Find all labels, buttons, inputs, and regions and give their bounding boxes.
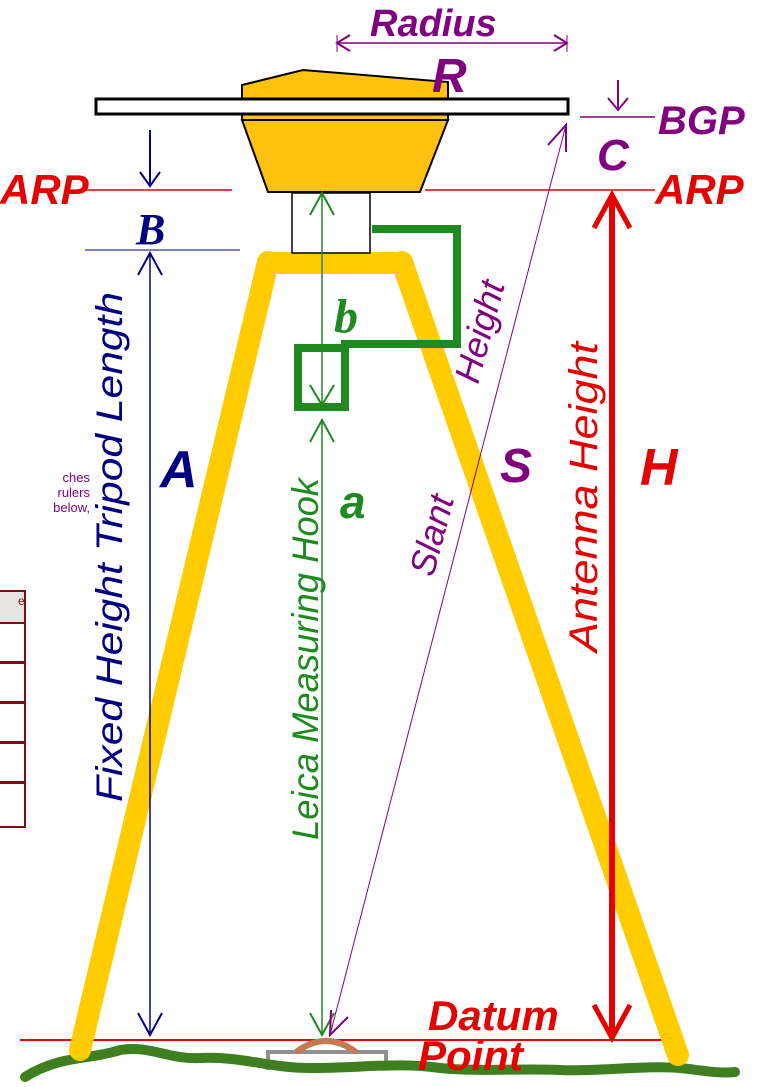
radius-label: Radius <box>370 3 497 45</box>
b-lower-symbol: b <box>334 290 358 343</box>
slant-height-line <box>329 124 567 1036</box>
arp-label-right: ARP <box>654 166 745 213</box>
point-label: Point <box>418 1032 525 1079</box>
bgp-label: BGP <box>658 99 745 143</box>
slant-label: Slant <box>401 488 462 580</box>
measuring-hook <box>294 225 461 411</box>
monument-dome <box>294 1038 358 1055</box>
side-note-line: ches <box>62 470 90 485</box>
antenna-adaptor <box>291 192 371 254</box>
b-upper-symbol: B <box>135 205 165 254</box>
partial-table: e <box>0 590 26 828</box>
arp-label-left: ARP <box>0 166 90 213</box>
ground-line <box>20 1044 740 1082</box>
side-note: ches rulers below, <box>0 470 90 515</box>
antenna <box>94 68 570 193</box>
table-row <box>0 624 24 664</box>
side-note-line: below, <box>53 500 90 515</box>
table-row <box>0 744 24 784</box>
table-row <box>0 664 24 704</box>
a-upper-symbol: A <box>158 441 198 499</box>
c-symbol: C <box>597 131 630 180</box>
measuring-hook-label: Leica Measuring Hook <box>285 476 326 840</box>
radius-symbol: R <box>432 50 467 103</box>
table-header-row: e <box>0 592 25 624</box>
table-row <box>0 704 24 744</box>
a-lower-symbol: a <box>340 476 366 528</box>
side-note-line: rulers <box>57 485 90 500</box>
s-symbol: S <box>500 440 532 493</box>
datum-label: Datum <box>428 992 559 1039</box>
antenna-height-label: Antenna Height <box>562 340 606 654</box>
tripod <box>69 251 689 1066</box>
tripod-length-label: Fixed Height Tripod Length <box>89 292 130 802</box>
h-symbol: H <box>640 439 679 497</box>
